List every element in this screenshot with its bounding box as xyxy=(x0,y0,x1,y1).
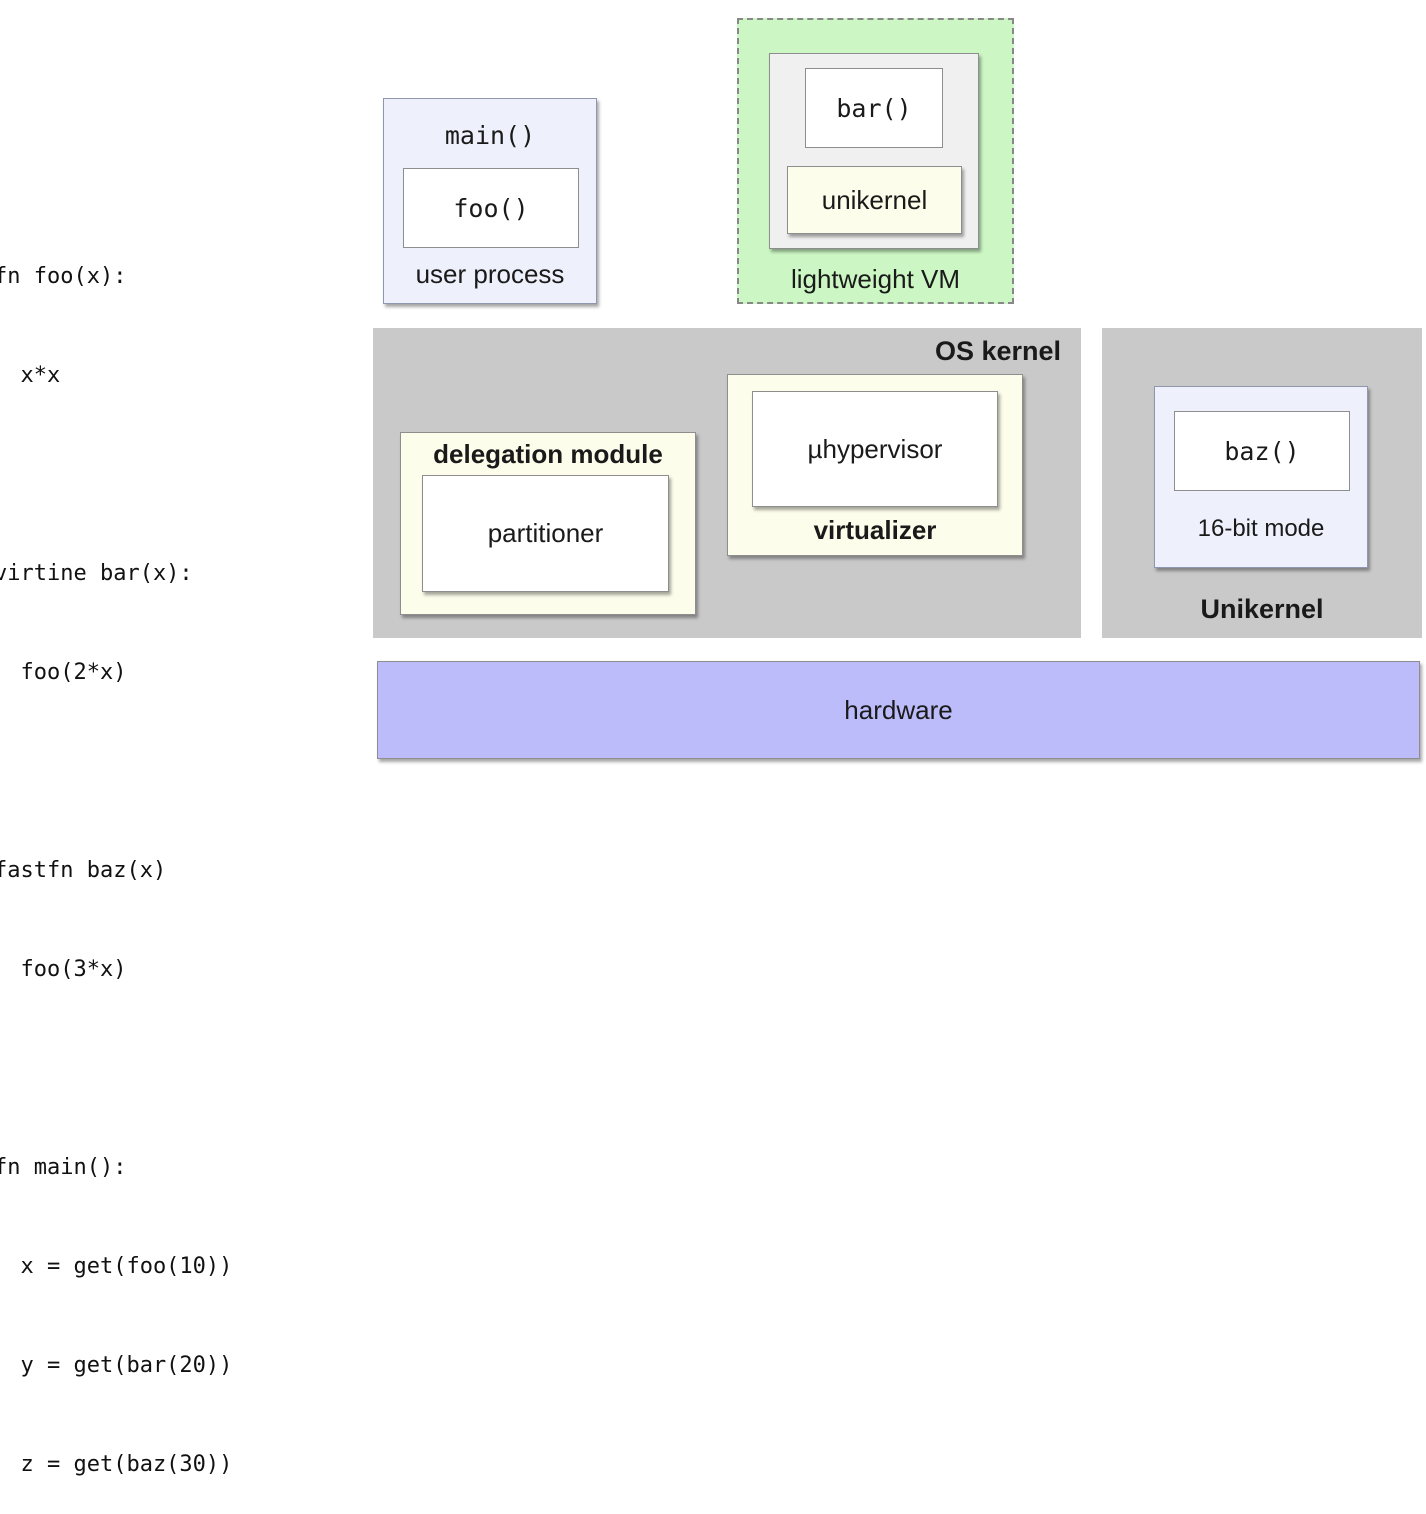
foo-box: foo() xyxy=(403,168,579,248)
baz-box: baz() xyxy=(1174,411,1350,491)
code-line: x = get(foo(10)) xyxy=(0,1254,233,1279)
code-listing: fn foo(x): x*x virtine bar(x): foo(2*x) … xyxy=(0,194,232,1514)
user-process-title: main() xyxy=(444,121,536,150)
virtualizer-label: virtualizer xyxy=(813,515,937,545)
delegation-module-label: delegation module xyxy=(433,439,663,469)
code-line: foo(3*x) xyxy=(0,957,127,982)
code-line: fastfn baz(x) xyxy=(0,858,167,883)
hypervisor-label: µhypervisor xyxy=(807,433,943,464)
virtualizer-box: µhypervisor virtualizer xyxy=(727,374,1023,556)
unikernel-inner-box: unikernel xyxy=(787,166,962,234)
code-line: y = get(bar(20)) xyxy=(0,1353,233,1378)
hardware-box: hardware xyxy=(377,661,1420,759)
baz-label: baz() xyxy=(1224,436,1300,466)
unikernel-region: baz() 16-bit mode Unikernel xyxy=(1102,328,1422,638)
partitioner-label: partitioner xyxy=(487,518,604,548)
code-line: virtine bar(x): xyxy=(0,561,193,586)
hypervisor-box: µhypervisor xyxy=(752,391,998,507)
bar-box: bar() xyxy=(805,68,943,148)
hardware-label: hardware xyxy=(844,694,953,725)
16-bit-mode-label: 16-bit mode xyxy=(1197,515,1325,542)
os-kernel-label: OS kernel xyxy=(934,336,1061,366)
lightweight-vm-label: lightweight VM xyxy=(790,264,961,294)
bar-label: bar() xyxy=(836,93,912,123)
partitioner-box: partitioner xyxy=(422,475,669,592)
unikernel-box: baz() 16-bit mode xyxy=(1154,386,1368,568)
user-process-box: main() foo() user process xyxy=(383,98,597,304)
code-line: fn foo(x): xyxy=(0,264,127,289)
delegation-module-box: delegation module partitioner xyxy=(400,432,696,615)
os-kernel-region: OS kernel delegation module partitioner … xyxy=(373,328,1081,638)
unikernel-inner-label: unikernel xyxy=(821,184,928,215)
code-line: foo(2*x) xyxy=(0,660,127,685)
user-process-label: user process xyxy=(415,259,565,289)
foo-label: foo() xyxy=(453,193,529,223)
code-line: x*x xyxy=(0,363,61,388)
vm-inner-box: bar() unikernel xyxy=(769,53,979,249)
code-line: fn main(): xyxy=(0,1155,127,1180)
lightweight-vm-box: bar() unikernel lightweight VM xyxy=(737,18,1014,304)
code-line: z = get(baz(30)) xyxy=(0,1452,233,1477)
unikernel-label: Unikernel xyxy=(1200,594,1324,624)
